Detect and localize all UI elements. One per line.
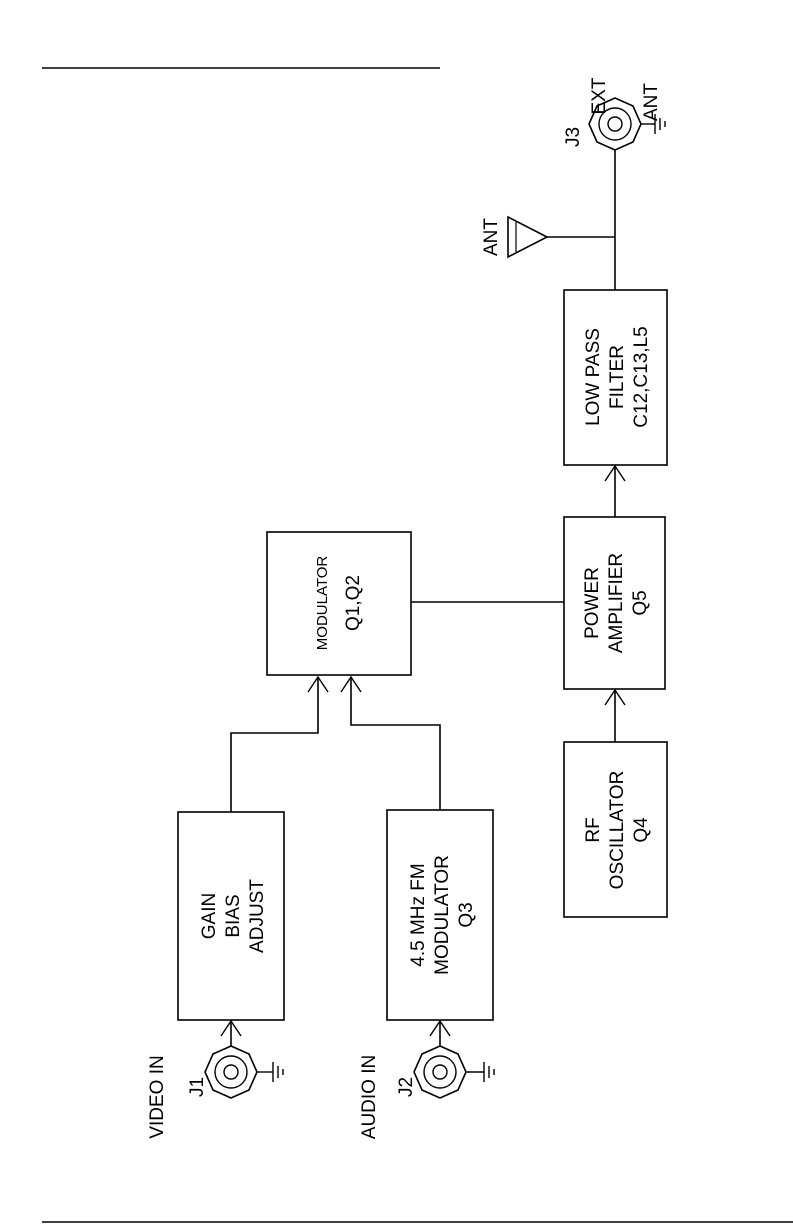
low-pass-filter-line-1: LOW PASS xyxy=(583,328,604,426)
low-pass-filter-line-2: FILTER xyxy=(607,345,628,409)
j2-ref-label: J2 xyxy=(396,1077,417,1097)
modulator-block: MODULATOR Q1,Q2 xyxy=(267,532,411,675)
gain-bias-line-2: BIAS xyxy=(223,894,244,937)
j3-ant-label: ANT xyxy=(641,83,662,121)
power-amplifier-line-3: Q5 xyxy=(630,590,651,615)
j2-connector-icon xyxy=(414,1046,494,1098)
power-amplifier-line-1: POWER xyxy=(582,567,603,639)
antenna-icon xyxy=(508,217,547,257)
modulator-line-1: MODULATOR xyxy=(314,556,331,651)
power-amplifier-line-2: AMPLIFIER xyxy=(606,553,627,653)
wire-gain-to-modulator xyxy=(231,677,318,812)
modulator-line-2: Q1,Q2 xyxy=(343,575,364,631)
j3-ext-label: EXT xyxy=(589,77,610,114)
fm-modulator-block: 4.5 MHz FM MODULATOR Q3 xyxy=(387,810,493,1020)
wire-fm-to-modulator xyxy=(351,677,440,810)
rf-oscillator-line-2: OSCILLATOR xyxy=(607,771,628,890)
j1-connector-icon xyxy=(205,1046,283,1098)
fm-modulator-line-2: MODULATOR xyxy=(432,855,453,975)
j3-ref-label: J3 xyxy=(563,127,584,147)
low-pass-filter-block: LOW PASS FILTER C12,C13,L5 xyxy=(564,290,667,465)
rf-oscillator-block: RF OSCILLATOR Q4 xyxy=(564,742,667,917)
power-amplifier-block: POWER AMPLIFIER Q5 xyxy=(564,517,665,689)
rf-oscillator-line-1: RF xyxy=(583,817,604,842)
fm-modulator-line-1: 4.5 MHz FM xyxy=(408,863,429,966)
j2-name-label: AUDIO IN xyxy=(359,1055,380,1139)
j1-name-label: VIDEO IN xyxy=(147,1055,168,1138)
gain-bias-adjust-block: GAIN BIAS ADJUST xyxy=(178,812,284,1020)
gain-bias-line-1: GAIN xyxy=(199,893,220,939)
fm-modulator-line-3: Q3 xyxy=(456,902,477,927)
j1-ref-label: J1 xyxy=(187,1077,208,1097)
low-pass-filter-line-3: C12,C13,L5 xyxy=(631,326,652,427)
gain-bias-line-3: ADJUST xyxy=(247,879,268,953)
antenna-label: ANT xyxy=(481,218,502,256)
rf-oscillator-line-3: Q4 xyxy=(631,817,652,843)
